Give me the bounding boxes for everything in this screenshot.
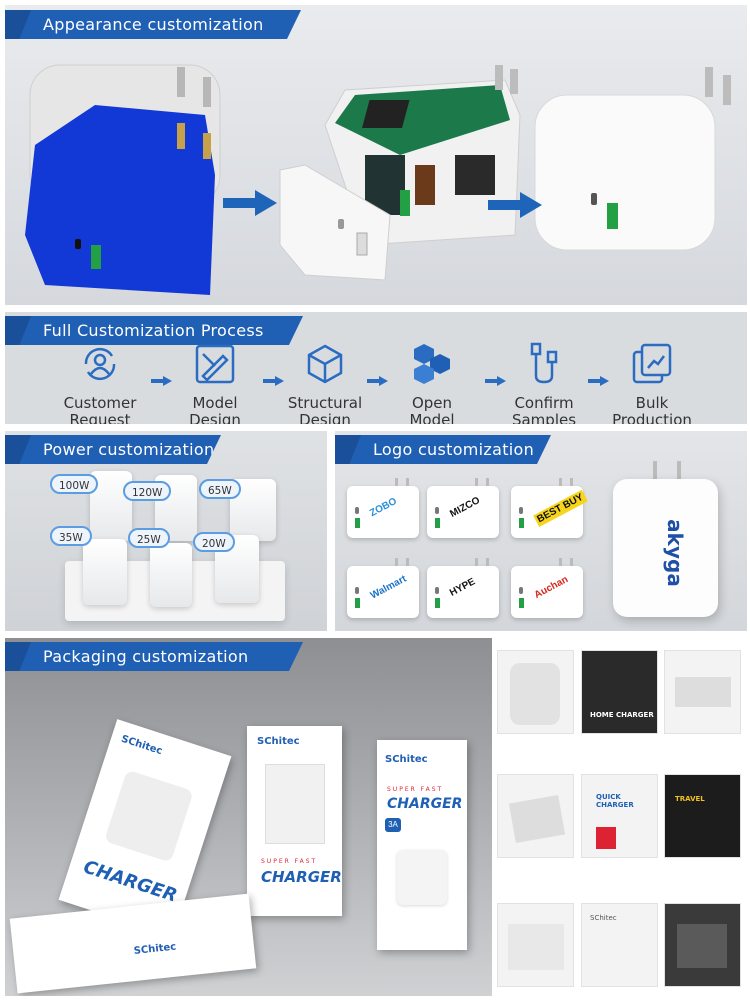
step-structural-design: Structural Design bbox=[270, 342, 380, 424]
power-banner: Power customization bbox=[5, 435, 221, 464]
package-thumb: TRAVEL bbox=[664, 774, 741, 858]
chart-cards-icon bbox=[632, 343, 672, 384]
step-arrow-icon bbox=[151, 376, 173, 386]
process-banner: Full Customization Process bbox=[5, 316, 303, 345]
power-panel: Power customization 100W 120W 65W 35W 25… bbox=[5, 431, 327, 631]
blue-charger bbox=[25, 105, 215, 295]
step-customer-request: Customer Request bbox=[45, 342, 155, 424]
logo-charger: Walmart bbox=[347, 558, 419, 618]
step-arrow-icon bbox=[588, 376, 610, 386]
packaging-banner: Packaging customization bbox=[5, 642, 303, 671]
package-box: SChitec SUPER FAST CHARGER 3A bbox=[377, 740, 467, 950]
package-thumb bbox=[497, 774, 574, 858]
package-thumb: QUICK CHARGER bbox=[581, 774, 658, 858]
appearance-banner: Appearance customization bbox=[5, 10, 301, 39]
step-model-design: Model Design bbox=[160, 342, 270, 424]
watt-label: 25W bbox=[128, 528, 170, 548]
arrow-right-icon bbox=[488, 192, 544, 218]
package-thumb bbox=[497, 903, 574, 987]
appearance-panel: Appearance customization bbox=[5, 5, 747, 305]
logo-charger: ZOBO bbox=[347, 478, 419, 538]
package-thumb: HOME CHARGER bbox=[581, 650, 658, 734]
watt-label: 65W bbox=[199, 479, 241, 499]
watt-label: 20W bbox=[193, 532, 235, 552]
step-confirm-samples: Confirm Samples bbox=[489, 342, 599, 424]
logo-banner: Logo customization bbox=[335, 435, 551, 464]
step-open-model: Open Model bbox=[377, 342, 487, 424]
step-arrow-icon bbox=[485, 376, 507, 386]
package-thumb bbox=[664, 650, 741, 734]
logo-panel: Logo customization ZOBO MIZCO BEST BUY W… bbox=[335, 431, 747, 631]
package-box: SChitec SUPER FAST CHARGER bbox=[247, 726, 342, 916]
package-thumb bbox=[497, 650, 574, 734]
watt-label: 35W bbox=[50, 526, 92, 546]
user-cycle-icon bbox=[84, 347, 116, 381]
cube-icon bbox=[307, 344, 343, 384]
package-thumb bbox=[664, 903, 741, 987]
charger-35w bbox=[83, 539, 127, 605]
charger-25w bbox=[150, 543, 192, 607]
package-thumb: SChitec bbox=[581, 903, 658, 987]
watt-label: 100W bbox=[50, 474, 99, 494]
logo-charger: BEST BUY bbox=[511, 478, 588, 538]
packaging-panel: Packaging customization SChitec CHARGER … bbox=[5, 638, 492, 996]
process-panel: Full Customization Process Customer Requ… bbox=[5, 312, 747, 424]
watt-label: 120W bbox=[123, 481, 172, 501]
ruler-pencil-icon bbox=[195, 344, 235, 384]
step-bulk-production: Bulk Production bbox=[597, 342, 707, 424]
appearance-illustration bbox=[25, 64, 731, 295]
blocks-icon bbox=[414, 344, 450, 384]
akyga-charger: akyga bbox=[613, 461, 723, 621]
step-arrow-icon bbox=[263, 376, 285, 386]
logo-charger: Auchan bbox=[511, 558, 583, 618]
usb-cable-icon bbox=[530, 342, 558, 384]
logo-charger: HYPE bbox=[427, 558, 499, 618]
step-arrow-icon bbox=[367, 376, 389, 386]
arrow-right-icon bbox=[223, 190, 279, 216]
package-box: SChitec bbox=[9, 893, 257, 994]
logo-charger: MIZCO bbox=[427, 478, 499, 538]
